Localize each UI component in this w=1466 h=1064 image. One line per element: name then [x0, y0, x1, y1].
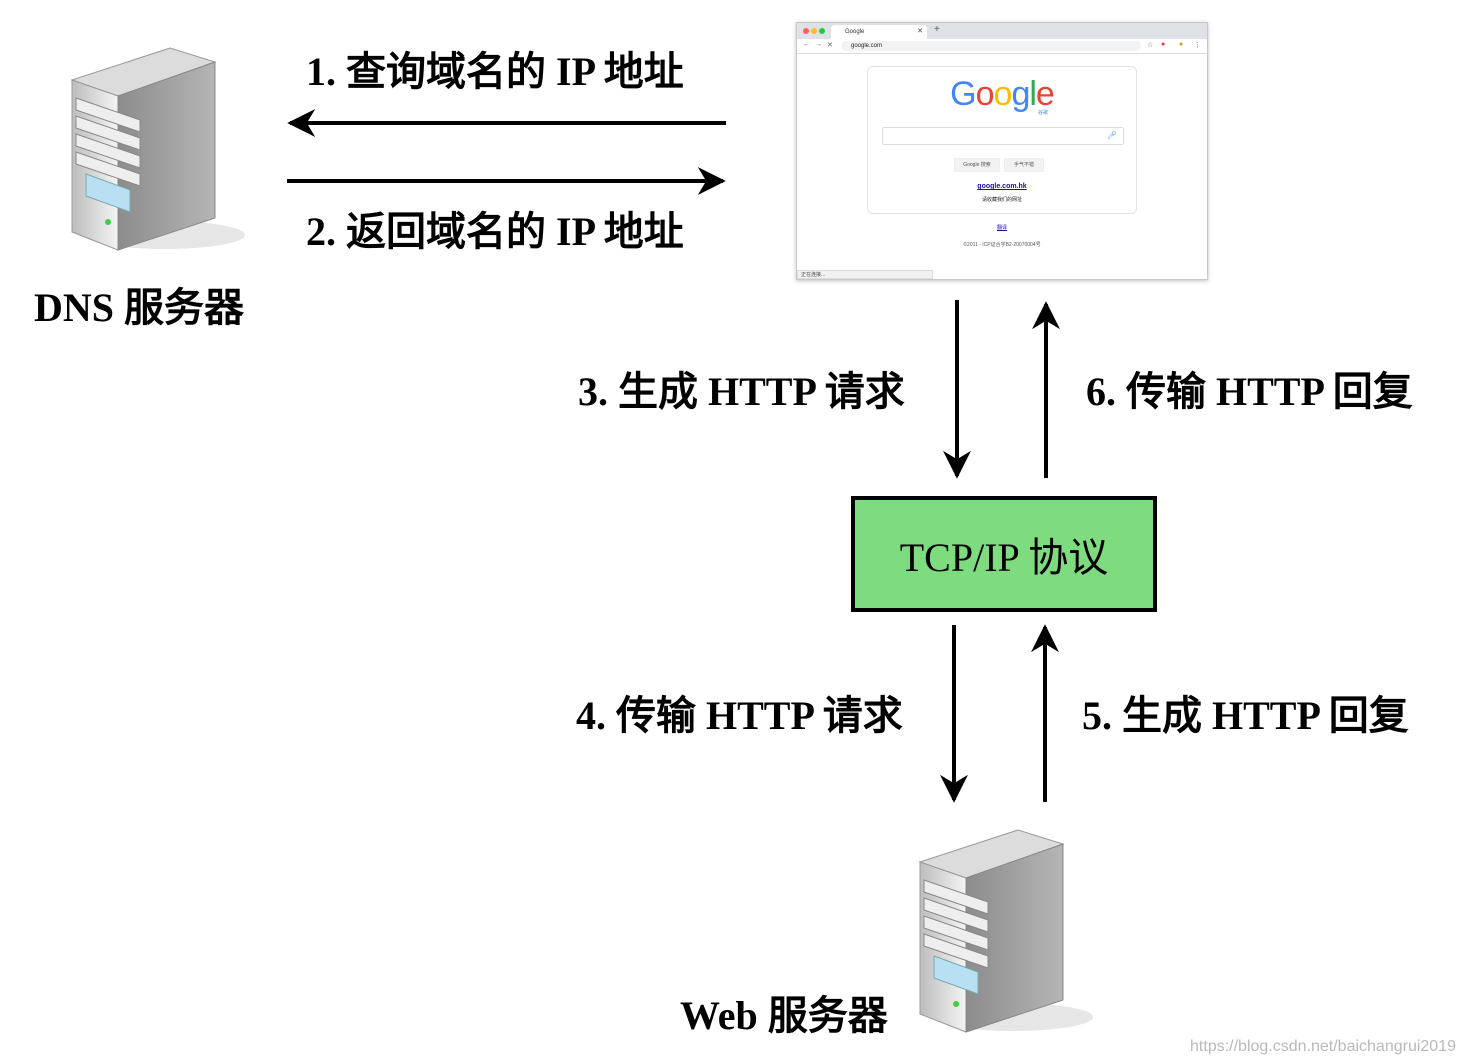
profile-icon[interactable]: ●: [1179, 41, 1184, 48]
status-bar: 正在连接...: [797, 270, 933, 279]
back-icon[interactable]: ←: [803, 41, 810, 48]
feeling-lucky-button[interactable]: 手气不错: [1004, 158, 1044, 172]
url-field[interactable]: google.com: [841, 41, 1141, 51]
stop-icon[interactable]: ✕: [827, 42, 833, 49]
dns-server-icon: [70, 47, 245, 251]
google-search-button[interactable]: Google 搜索: [954, 158, 1000, 172]
bookmark-hint-text: 请收藏我们的网址: [981, 197, 1022, 203]
google-logo: Google: [950, 75, 1055, 113]
google-hk-link[interactable]: google.com.hk: [977, 183, 1027, 190]
step-6-label: 6. 传输 HTTP 回复: [1086, 369, 1413, 414]
watermark: https://blog.csdn.net/baichangrui2019: [1190, 1038, 1456, 1055]
extension-icon[interactable]: ●: [1161, 41, 1166, 48]
browser-tab[interactable]: Google ✕: [831, 25, 927, 39]
step-3-label: 3. 生成 HTTP 请求: [578, 369, 905, 414]
translate-link[interactable]: 翻译: [996, 225, 1007, 231]
browser-address-bar: ← → ✕ google.com ☆ ● ● ⋮: [797, 39, 1207, 54]
browser-tab-title: Google: [845, 29, 865, 35]
browser-tab-bar: Google ✕ +: [797, 23, 1207, 39]
tcp-ip-protocol-label: TCP/IP 协议: [899, 535, 1109, 580]
step-4-label: 4. 传输 HTTP 请求: [576, 693, 903, 738]
step-1-label: 1. 查询域名的 IP 地址: [306, 49, 684, 94]
footer-icp-text: ©2011 - ICP证合字B2-20070004号: [963, 242, 1041, 248]
step-5-label: 5. 生成 HTTP 回复: [1082, 693, 1409, 738]
browser-window: Google ✕ + ← → ✕ google.com ☆ ● ● ⋮ Goog…: [796, 22, 1208, 280]
google-logo-subtitle: 谷歌: [1038, 110, 1049, 116]
web-server-icon: [918, 829, 1093, 1033]
tab-close-icon[interactable]: ✕: [917, 28, 923, 35]
microphone-icon[interactable]: 🎤︎: [1106, 131, 1117, 140]
tcp-ip-protocol-box: TCP/IP 协议: [851, 496, 1157, 612]
web-server-label: Web 服务器: [680, 993, 888, 1038]
window-close-dot[interactable]: [803, 28, 809, 34]
bookmark-star-icon[interactable]: ☆: [1147, 42, 1154, 49]
forward-icon[interactable]: →: [815, 41, 822, 48]
step-2-label: 2. 返回域名的 IP 地址: [306, 209, 684, 254]
dns-server-label: DNS 服务器: [34, 285, 245, 330]
google-homepage-card: Google 谷歌 🎤︎ Google 搜索 手气不错 google.com.h…: [867, 66, 1137, 214]
new-tab-icon[interactable]: +: [934, 24, 940, 35]
menu-icon[interactable]: ⋮: [1194, 42, 1201, 49]
window-maximize-dot[interactable]: [819, 28, 825, 34]
google-search-input[interactable]: 🎤︎: [882, 127, 1124, 145]
window-minimize-dot[interactable]: [811, 28, 817, 34]
